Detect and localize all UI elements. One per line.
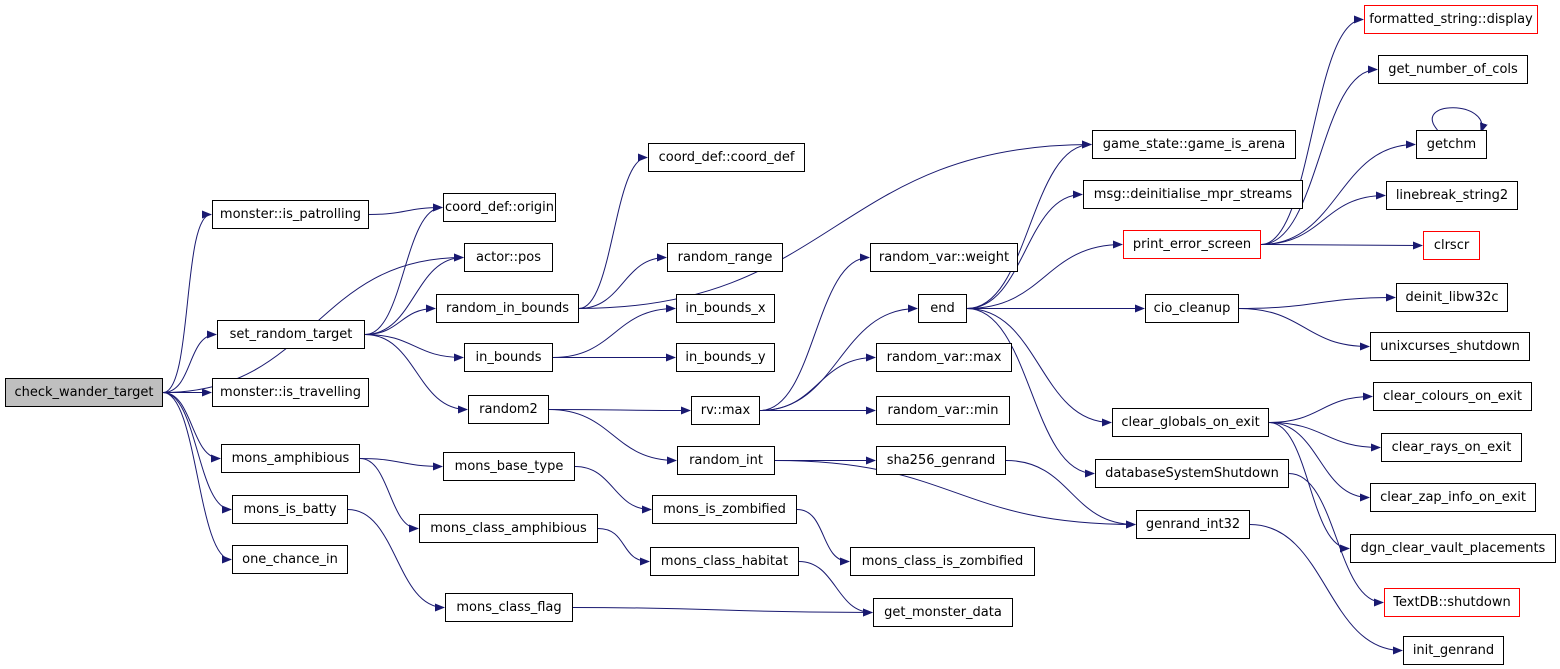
node-mons-class-flag[interactable]: mons_class_flag	[445, 593, 573, 622]
edge-cio-cleanup-to-deinit-libw32c	[1238, 293, 1396, 309]
node-one-chance-in[interactable]: one_chance_in	[232, 545, 348, 574]
node-coord-def-coord-def[interactable]: coord_def::coord_def	[648, 143, 805, 172]
edge-cio-cleanup-to-unixcurses-shutdown	[1238, 308, 1370, 351]
node-init-genrand[interactable]: init_genrand	[1403, 636, 1504, 665]
node-monster-is-patrolling[interactable]: monster::is_patrolling	[212, 200, 369, 229]
node-print-error-screen[interactable]: print_error_screen	[1123, 230, 1261, 259]
node-clear-zap-info-on-exit[interactable]: clear_zap_info_on_exit	[1370, 483, 1536, 512]
node-actor-pos[interactable]: actor::pos	[464, 243, 553, 272]
edge-mons-is-batty-to-mons-class-flag	[347, 509, 445, 612]
edge-random-int-to-genrand-int32	[774, 460, 1136, 529]
edge-set-random-target-to-random-in-bounds	[364, 304, 436, 335]
edge-random2-to-random-int	[548, 409, 677, 465]
edge-mons-base-type-to-mons-is-zombified	[574, 466, 652, 514]
edge-rv-max-to-random-var-max	[759, 353, 876, 411]
edge-mons-class-amphibious-to-mons-class-habitat	[597, 528, 650, 566]
node-random-var-min[interactable]: random_var::min	[876, 396, 1010, 425]
edge-clear-globals-on-exit-to-clear-colours-on-exit	[1268, 392, 1373, 423]
node-cio-cleanup[interactable]: cio_cleanup	[1145, 294, 1239, 323]
node-mons-class-amphibious[interactable]: mons_class_amphibious	[419, 514, 598, 543]
node-random-int[interactable]: random_int	[677, 446, 775, 475]
node-textdb-shutdown[interactable]: TextDB::shutdown	[1384, 588, 1520, 617]
node-in-bounds[interactable]: in_bounds	[464, 343, 553, 372]
node-databasesystemshutdown[interactable]: databaseSystemShutdown	[1095, 459, 1289, 488]
edge-clear-globals-on-exit-to-clear-rays-on-exit	[1268, 422, 1381, 452]
node-linebreak-string2[interactable]: linebreak_string2	[1386, 181, 1518, 210]
edge-sha256-genrand-to-genrand-int32	[1005, 460, 1136, 529]
edge-end-to-msg-deinitialise-mpr-streams	[966, 190, 1083, 309]
edge-print-error-screen-to-getchm	[1260, 140, 1416, 245]
node-formatted-string-display[interactable]: formatted_string::display	[1364, 5, 1538, 34]
node-rv-max[interactable]: rv::max	[691, 396, 760, 425]
edge-databasesystemshutdown-to-textdb-shutdown	[1288, 473, 1384, 607]
node-set-random-target[interactable]: set_random_target	[217, 320, 365, 349]
node-in-bounds-y[interactable]: in_bounds_y	[676, 343, 775, 372]
edge-end-to-databasesystemshutdown	[966, 308, 1095, 478]
node-random-var-max[interactable]: random_var::max	[876, 343, 1012, 372]
edge-check-wander-target-to-monster-is-patrolling	[162, 210, 212, 393]
edge-random2-to-rv-max	[548, 406, 691, 415]
node-get-number-of-cols[interactable]: get_number_of_cols	[1378, 55, 1528, 84]
edge-layer	[162, 15, 1488, 655]
node-in-bounds-x[interactable]: in_bounds_x	[676, 294, 775, 323]
node-check-wander-target[interactable]: check_wander_target	[5, 378, 163, 407]
node-clear-globals-on-exit[interactable]: clear_globals_on_exit	[1112, 408, 1269, 437]
node-game-state-game-is-arena[interactable]: game_state::game_is_arena	[1092, 130, 1296, 159]
edge-random-in-bounds-to-game-state-game-is-arena	[578, 140, 1092, 309]
edge-in-bounds-to-in-bounds-x	[552, 304, 676, 358]
node-genrand-int32[interactable]: genrand_int32	[1136, 510, 1250, 539]
edge-print-error-screen-to-clrscr	[1260, 241, 1423, 250]
node-unixcurses-shutdown[interactable]: unixcurses_shutdown	[1370, 332, 1530, 361]
node-mons-is-batty[interactable]: mons_is_batty	[232, 495, 348, 524]
node-mons-amphibious[interactable]: mons_amphibious	[221, 444, 360, 473]
node-msg-deinitialise-mpr-streams[interactable]: msg::deinitialise_mpr_streams	[1083, 180, 1303, 209]
node-sha256-genrand[interactable]: sha256_genrand	[876, 446, 1006, 475]
edge-end-to-print-error-screen	[966, 240, 1123, 309]
edge-random-in-bounds-to-coord-def-coord-def	[578, 153, 648, 309]
edge-clear-globals-on-exit-to-dgn-clear-vault-placements	[1268, 422, 1350, 553]
edge-end-to-clear-globals-on-exit	[966, 308, 1112, 427]
node-mons-class-is-zombified[interactable]: mons_class_is_zombified	[850, 547, 1035, 576]
node-clrscr[interactable]: clrscr	[1423, 231, 1480, 260]
edge-print-error-screen-to-formatted-string-display	[1260, 15, 1364, 245]
node-monster-is-travelling[interactable]: monster::is_travelling	[212, 378, 369, 407]
node-get-monster-data[interactable]: get_monster_data	[873, 598, 1013, 627]
edge-set-random-target-to-coord-def-origin	[364, 203, 443, 335]
edge-mons-amphibious-to-mons-class-amphibious	[359, 458, 419, 533]
edge-mons-class-flag-to-get-monster-data	[572, 607, 873, 617]
edge-set-random-target-to-in-bounds	[364, 334, 464, 362]
node-coord-def-origin[interactable]: coord_def::origin	[443, 193, 556, 222]
node-getchm[interactable]: getchm	[1416, 130, 1487, 159]
node-dgn-clear-vault-placements[interactable]: dgn_clear_vault_placements	[1350, 534, 1556, 563]
edge-clear-globals-on-exit-to-clear-zap-info-on-exit	[1268, 422, 1370, 502]
node-random2[interactable]: random2	[468, 395, 549, 424]
node-clear-colours-on-exit[interactable]: clear_colours_on_exit	[1373, 382, 1532, 411]
node-deinit-libw32c[interactable]: deinit_libw32c	[1396, 283, 1508, 312]
edge-mons-class-habitat-to-get-monster-data	[798, 561, 873, 617]
edge-check-wander-target-to-one-chance-in	[162, 392, 232, 564]
edge-mons-amphibious-to-mons-base-type	[359, 458, 443, 471]
node-mons-class-habitat[interactable]: mons_class_habitat	[650, 547, 799, 576]
edge-check-wander-target-to-set-random-target	[162, 330, 217, 393]
node-random-var-weight[interactable]: random_var::weight	[870, 243, 1018, 272]
edge-rv-max-to-random-var-weight	[759, 253, 870, 411]
edge-genrand-int32-to-init-genrand	[1249, 524, 1403, 655]
edge-end-to-game-state-game-is-arena	[966, 140, 1092, 309]
edge-check-wander-target-to-mons-is-batty	[162, 392, 232, 514]
edge-print-error-screen-to-get-number-of-cols	[1260, 65, 1378, 245]
node-clear-rays-on-exit[interactable]: clear_rays_on_exit	[1381, 433, 1522, 462]
edge-set-random-target-to-random2	[364, 334, 468, 414]
edge-mons-is-zombified-to-mons-class-is-zombified	[796, 509, 850, 566]
edge-getchm-to-getchm	[1431, 107, 1488, 133]
edge-print-error-screen-to-linebreak-string2	[1260, 191, 1386, 245]
edge-random-in-bounds-to-random-range	[578, 253, 667, 309]
node-end[interactable]: end	[918, 294, 967, 323]
node-mons-is-zombified[interactable]: mons_is_zombified	[652, 495, 797, 524]
node-random-in-bounds[interactable]: random_in_bounds	[436, 294, 579, 323]
node-mons-base-type[interactable]: mons_base_type	[443, 452, 575, 481]
edge-set-random-target-to-actor-pos	[364, 253, 464, 335]
node-random-range[interactable]: random_range	[667, 243, 783, 272]
